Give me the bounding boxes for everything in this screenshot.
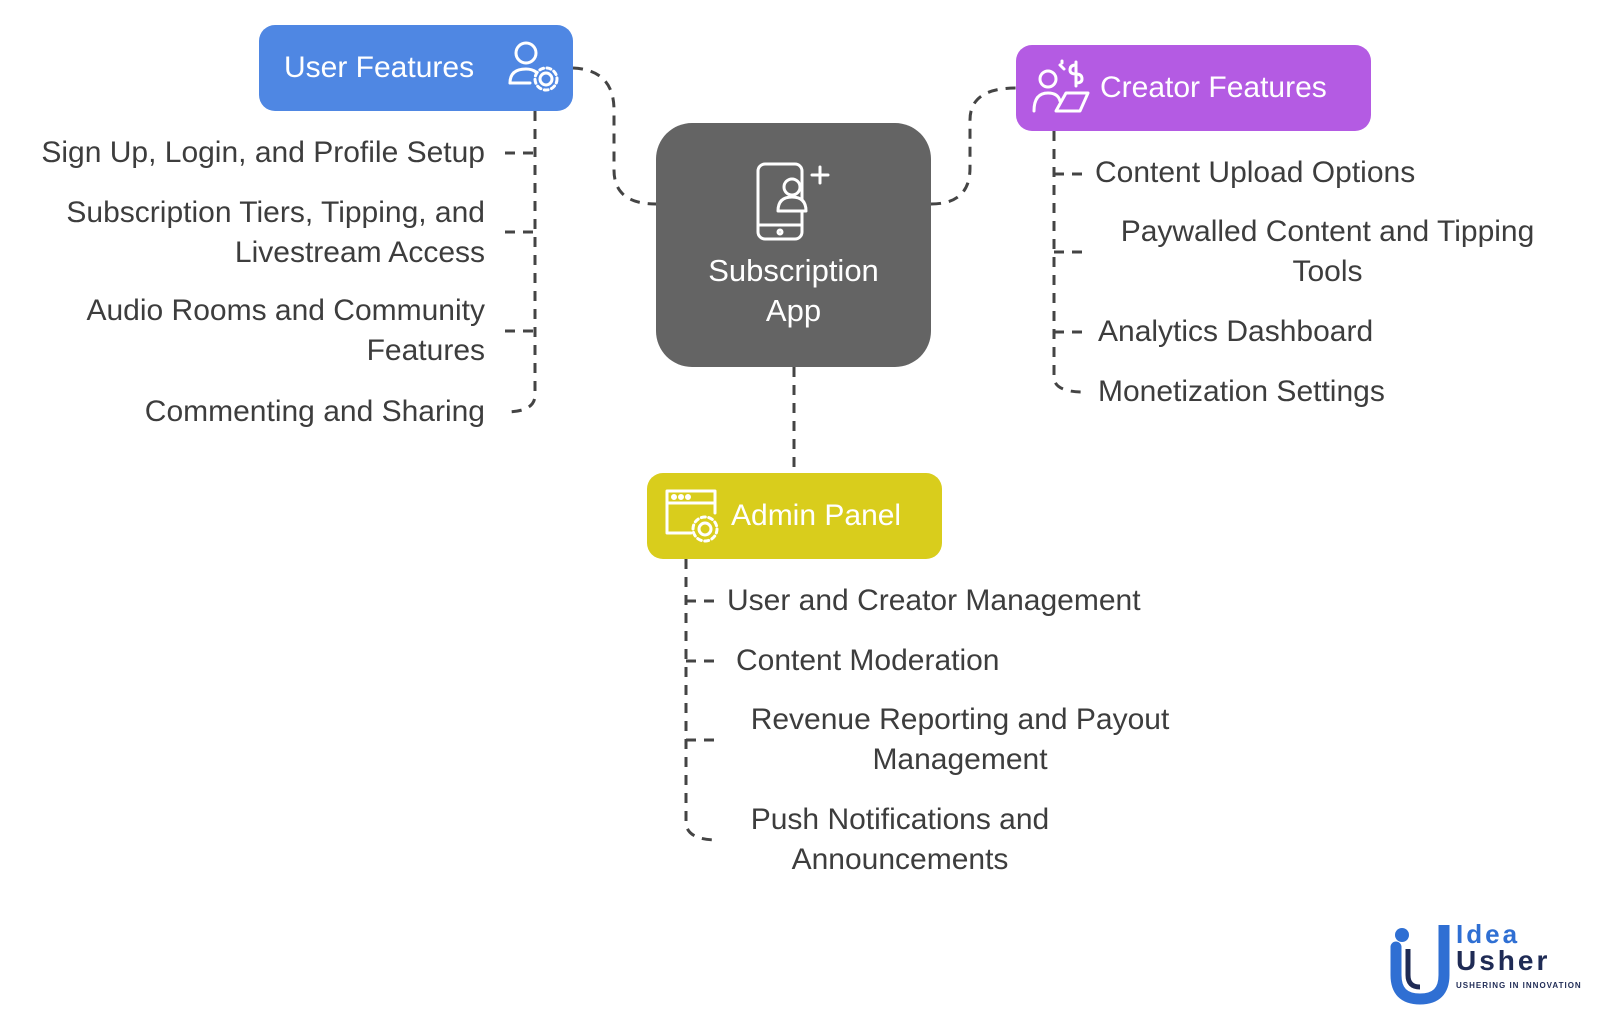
creator-feature-item: Analytics Dashboard — [1098, 315, 1374, 348]
user-feature-item: Commenting and Sharing — [144, 395, 485, 428]
idea-usher-logo-mark — [1390, 919, 1450, 1005]
user-feature-item: Audio Rooms and Community Features — [86, 294, 485, 367]
admin-feature-item: Content Moderation — [736, 644, 1000, 677]
user-feature-item: Subscription Tiers, Tipping, and Livestr… — [66, 196, 485, 269]
idea-usher-logo-top: Idea — [1456, 919, 1521, 949]
central-node-label: Subscription App — [708, 253, 879, 328]
phone-user-plus-icon — [756, 162, 829, 241]
user-features-node: User Features — [259, 25, 573, 111]
admin-panel-title: Admin Panel — [731, 499, 902, 532]
creator-features-node: Creator Features — [1016, 45, 1371, 131]
browser-gear-icon — [665, 489, 719, 543]
idea-usher-logo-tagline: USHERING IN INNOVATION — [1456, 981, 1582, 990]
user-gear-icon — [508, 41, 559, 92]
creator-features-title: Creator Features — [1100, 71, 1327, 104]
user-feature-item: Sign Up, Login, and Profile Setup — [41, 136, 485, 169]
user-features-title: User Features — [284, 51, 475, 84]
idea-usher-logo: Idea Usher USHERING IN INNOVATION — [1390, 919, 1595, 1005]
admin-panel-node: Admin Panel — [647, 473, 942, 559]
creator-earnings-icon — [1032, 59, 1090, 113]
creator-feature-item: Paywalled Content and Tipping Tools — [1120, 215, 1535, 288]
admin-feature-item: Revenue Reporting and Payout Management — [750, 703, 1170, 776]
idea-usher-logo-bottom: Usher — [1456, 945, 1551, 976]
admin-feature-item: Push Notifications and Announcements — [750, 803, 1050, 876]
creator-feature-item: Monetization Settings — [1098, 375, 1385, 408]
central-node: Subscription App — [656, 123, 931, 367]
creator-feature-item: Content Upload Options — [1095, 156, 1416, 189]
admin-feature-item: User and Creator Management — [727, 584, 1141, 617]
